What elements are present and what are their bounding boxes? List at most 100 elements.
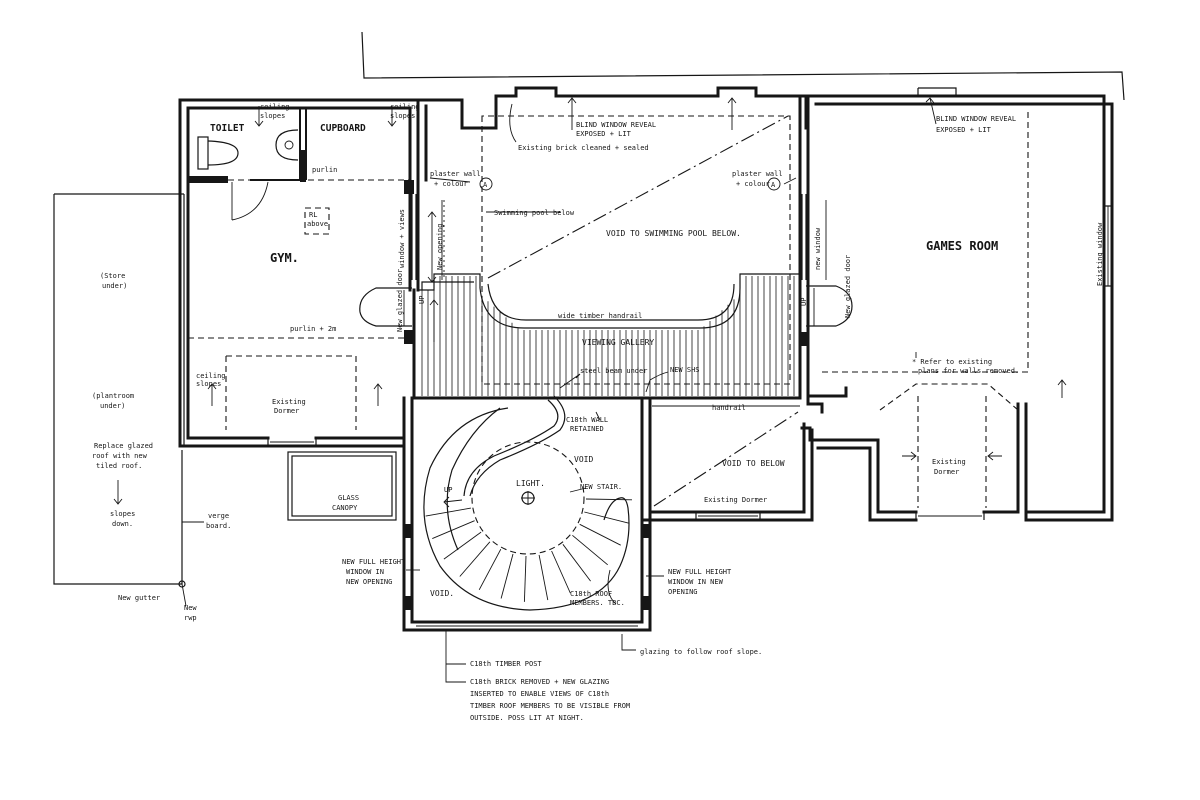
games-room-walls-removed [818, 112, 1029, 373]
full-height-window-left-line3: NEW OPENING [346, 578, 392, 586]
full-height-window-right-line2: WINDOW IN NEW [668, 578, 724, 586]
replace-glazed-note-line2: roof with new [92, 452, 148, 460]
new-rwp-label-line2: rwp [184, 614, 197, 622]
section-ref-right-letter: A [771, 181, 776, 189]
brick-removed-note-line2: INSERTED TO ENABLE VIEWS OF C18th [470, 690, 609, 698]
room-label-void-stair: VOID [574, 455, 593, 464]
glass-canopy-label: GLASS [338, 494, 359, 502]
rooflight-above [304, 207, 330, 235]
full-height-window-right: NEW FULL HEIGHT [668, 568, 732, 576]
existing-window-label: Existing window [1096, 222, 1104, 286]
site-boundary [361, 31, 1125, 101]
refer-existing-note: * Refer to existing [912, 358, 992, 366]
section-ref-marker-right [767, 177, 781, 191]
glazed-door-right [806, 285, 853, 327]
verge-board-label-line2: board. [206, 522, 231, 530]
replace-glazed-note-line3: tiled roof. [96, 462, 142, 470]
brick-removed-note-line3: TIMBER ROOF MEMBERS TO BE VISIBLE FROM [470, 702, 630, 710]
window-views-label: window + views [398, 209, 406, 268]
existing-brick-note: Existing brick cleaned + sealed [518, 144, 649, 152]
wc-icon [197, 136, 239, 170]
stair-tread [584, 511, 630, 524]
stair-tread [432, 520, 475, 540]
new-glazed-door-left-label: New glazed door [396, 269, 404, 332]
full-height-window-left: NEW FULL HEIGHT [342, 558, 406, 566]
stair-tread [585, 498, 633, 501]
glazing-slope-note: glazing to follow roof slope. [640, 648, 762, 656]
handrail-note: wide timber handrail [558, 312, 642, 320]
stair-tread [500, 553, 514, 599]
pool-outline-below [481, 115, 791, 385]
void-diagonal-line [487, 115, 789, 279]
store-wing [53, 193, 204, 607]
light-fixture-icon [521, 491, 535, 505]
c18-roof-note: C18th ROOF [570, 590, 612, 598]
plaster-wall-left-line2: + colour [434, 180, 468, 188]
ceiling-slopes-3-line2: slopes [196, 380, 221, 388]
new-stair-label: NEW STAIR. [580, 483, 622, 491]
room-label-void-below: VOID TO BELOW [722, 459, 785, 468]
plaster-wall-right-line2: + colour [736, 180, 770, 188]
stair-tread [523, 555, 527, 602]
brick-removed-note-line4: OUTSIDE. POSS LIT AT NIGHT. [470, 714, 584, 722]
blind-window-1: BLIND WINDOW REVEAL [576, 121, 656, 129]
stair-tread [459, 541, 491, 577]
stair-up-arrow [443, 496, 463, 508]
c18-roof-note-line2: MEMBERS. TBC. [570, 599, 625, 607]
existing-dormer-games-line2: Dormer [934, 468, 959, 476]
leader-lines [406, 97, 937, 683]
annotations: ceiling slopes ceiling slopes ceiling sl… [92, 103, 1104, 722]
new-stair-arrow [569, 487, 587, 493]
plaster-wall-right: plaster wall [732, 170, 783, 178]
slope-arrows-games [902, 379, 1067, 461]
rl-above-label-line2: above [307, 220, 328, 228]
purlin-2m-label: purlin + 2m [290, 325, 336, 333]
purlin-label: purlin [312, 166, 337, 174]
swimming-pool-below-note: Swimming pool below [494, 209, 575, 217]
new-glazed-door-right-label: New glazed door [844, 255, 852, 318]
room-label-games-room: GAMES ROOM [926, 239, 998, 253]
room-label-void-pool: VOID TO SWIMMING POOL BELOW. [606, 229, 741, 238]
stair-tread [443, 531, 482, 560]
up-label-left: UP [418, 296, 426, 304]
slopes-down-label-line2: down. [112, 520, 133, 528]
timber-post-note: C18th TIMBER POST [470, 660, 542, 668]
stair-tower-walls [402, 396, 652, 632]
glazed-door-left [359, 287, 412, 327]
section-ref-marker-left [479, 177, 493, 191]
stair-tread [538, 554, 549, 601]
full-height-window-left-line2: WINDOW IN [346, 568, 384, 576]
new-rwp-label: New [184, 604, 197, 612]
light-label: LIGHT. [516, 479, 545, 488]
basin-icon [275, 129, 299, 161]
ceiling-slopes-2: ceiling [390, 103, 420, 111]
existing-dormer-void: Existing Dormer [704, 496, 767, 504]
pool-void-walls [408, 86, 827, 292]
steel-beam-note: steel beam under [580, 367, 647, 375]
plantroom-label-line2: under) [100, 402, 125, 410]
existing-dormer-gym-line2: Dormer [274, 407, 299, 415]
stair-tread [579, 523, 621, 546]
verge-board-label: verge [208, 512, 229, 520]
blind-window-2-line2: EXPOSED + LIT [936, 126, 992, 134]
blind-window-2: BLIND WINDOW REVEAL [936, 115, 1016, 123]
new-gutter-label: New gutter [118, 594, 160, 602]
ceiling-slopes-1-line2: slopes [260, 112, 285, 120]
up-label-right: UP [800, 298, 808, 306]
slope-arrows-gym [207, 106, 397, 406]
existing-dormer-games: Existing [932, 458, 966, 466]
new-shs-note: NEW SHS [670, 366, 700, 374]
handrail-label: handrail [712, 404, 746, 412]
refer-existing-note-line2: plans for walls removed. [918, 367, 1019, 375]
void-below-diagonal [653, 411, 799, 507]
games-dormer-outline [879, 383, 1019, 411]
store-under-label-line2: under) [102, 282, 127, 290]
room-label-cupboard: CUPBOARD [320, 123, 366, 134]
ceiling-slopes-1: ceiling [260, 103, 290, 111]
room-labels: TOILET CUPBOARD GYM. GAMES ROOM VIEWING … [210, 123, 998, 598]
glass-canopy [287, 451, 397, 521]
store-under-label: (Store [100, 272, 125, 280]
plantroom-label: (plantroom [92, 392, 134, 400]
stair-tread [425, 507, 471, 517]
stair-tread [478, 548, 502, 591]
